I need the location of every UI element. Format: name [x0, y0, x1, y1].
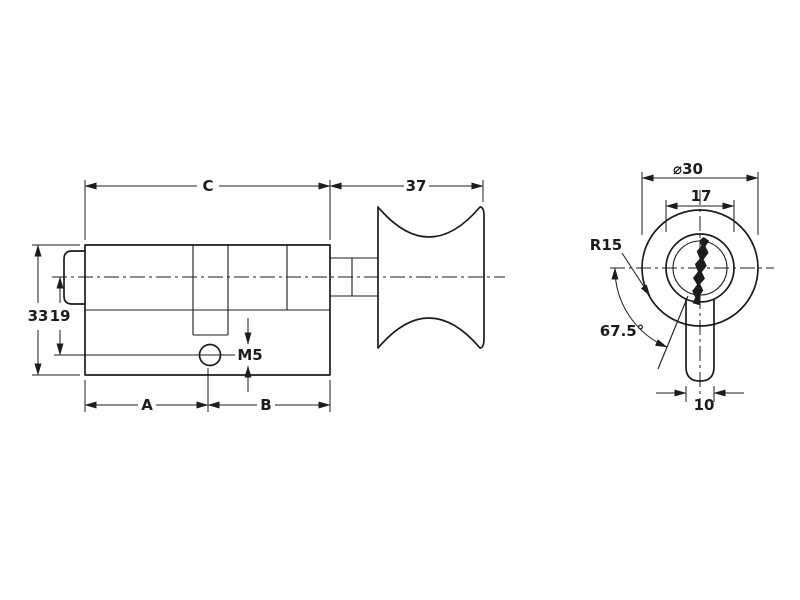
- dim-c-label: C: [202, 177, 213, 195]
- radius-callout: R15: [590, 236, 651, 297]
- side-view: C 37 33 19 M5: [28, 177, 505, 414]
- dim-19-label: 19: [50, 307, 71, 325]
- dim-33-label: 33: [28, 307, 49, 325]
- m5-callout: M5: [237, 318, 263, 392]
- dimension-body-diameter: 17: [665, 187, 735, 232]
- dimension-spine-width: 10: [656, 386, 744, 414]
- cylinder-side-geometry: [52, 206, 505, 376]
- r15-label: R15: [590, 236, 622, 254]
- angle-reference-line: [657, 295, 689, 370]
- keyway-profile: [692, 237, 710, 306]
- dimension-b: B: [207, 380, 331, 414]
- dim-17-label: 17: [691, 187, 712, 205]
- dim-30-label: ⌀30: [673, 160, 703, 178]
- dimension-total-height: 33: [28, 244, 80, 376]
- dimension-a: A: [84, 368, 209, 414]
- dimension-center-to-hole: 19: [50, 276, 71, 356]
- dimension-c: C: [84, 177, 331, 240]
- cylinder-front-geometry: [610, 190, 774, 404]
- dimension-knob-length: 37: [329, 177, 484, 202]
- dim-a-label: A: [141, 396, 153, 414]
- thumbturn-knob: [377, 206, 485, 349]
- dim-b-label: B: [260, 396, 271, 414]
- angle-label: 67.5°: [600, 322, 645, 340]
- cylinder-body-outline: [84, 244, 331, 376]
- dimension-knob-diameter: ⌀30: [641, 160, 759, 235]
- m5-label: M5: [237, 346, 262, 364]
- dim-37-label: 37: [406, 177, 427, 195]
- front-view: ⌀30 17 R15 67.5° 10: [590, 160, 774, 414]
- angle-dimension: 67.5°: [600, 267, 668, 348]
- dim-10-label: 10: [694, 396, 715, 414]
